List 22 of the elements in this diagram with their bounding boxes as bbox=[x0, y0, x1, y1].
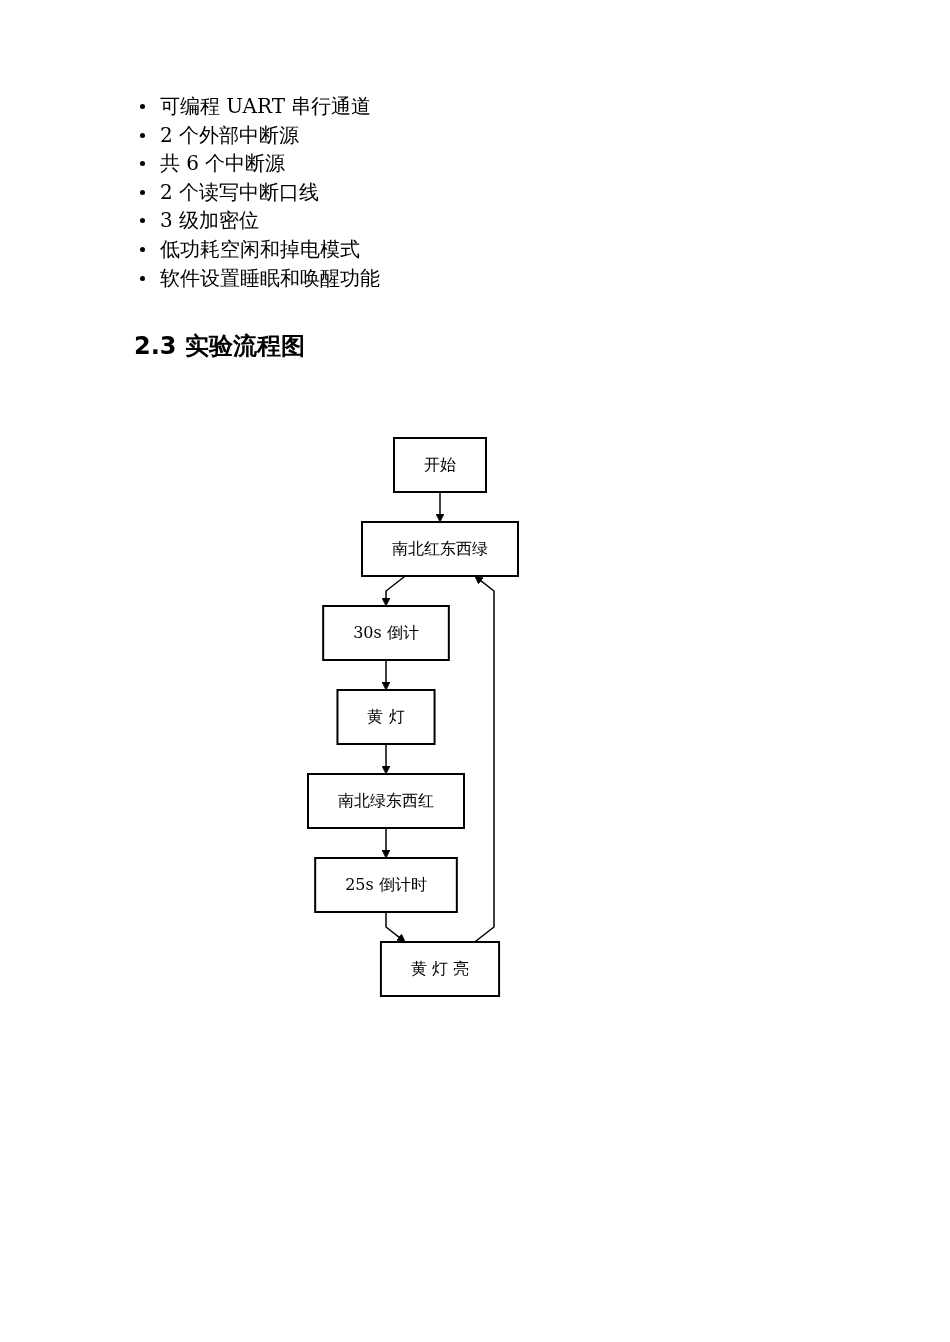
node-box: 黄 灯 bbox=[336, 689, 436, 745]
arrow bbox=[385, 911, 406, 943]
node-box: 30s 倒计 bbox=[322, 605, 450, 661]
node-box: 南北红东西绿 bbox=[361, 521, 519, 577]
arrow bbox=[473, 575, 495, 943]
bullet-text: 共 6 个中断源 bbox=[160, 151, 286, 176]
arrow bbox=[435, 491, 445, 523]
bullet-text: 低功耗空闲和掉电模式 bbox=[160, 236, 360, 261]
node-box: 黄 灯 亮 bbox=[379, 941, 501, 997]
bullet-text: 2 个外部中断源 bbox=[160, 122, 300, 147]
bullet-text: 软件设置睡眠和唤醒功能 bbox=[160, 265, 380, 290]
arrow bbox=[381, 743, 391, 775]
node-box: 25s 倒计时 bbox=[314, 857, 458, 913]
bullet-text: 可编程 UART 串行通道 bbox=[160, 94, 372, 118]
node-box: 南北绿东西红 bbox=[307, 773, 465, 829]
arrow bbox=[381, 659, 391, 691]
bullet-text: 2 个读写中断口线 bbox=[160, 179, 320, 204]
bullet-text: 3 级加密位 bbox=[160, 208, 260, 233]
arrow bbox=[381, 827, 391, 859]
node-box: 开始 bbox=[393, 437, 487, 493]
arrow bbox=[381, 575, 407, 607]
section-heading: 2.3 实验流程图 bbox=[134, 331, 305, 362]
